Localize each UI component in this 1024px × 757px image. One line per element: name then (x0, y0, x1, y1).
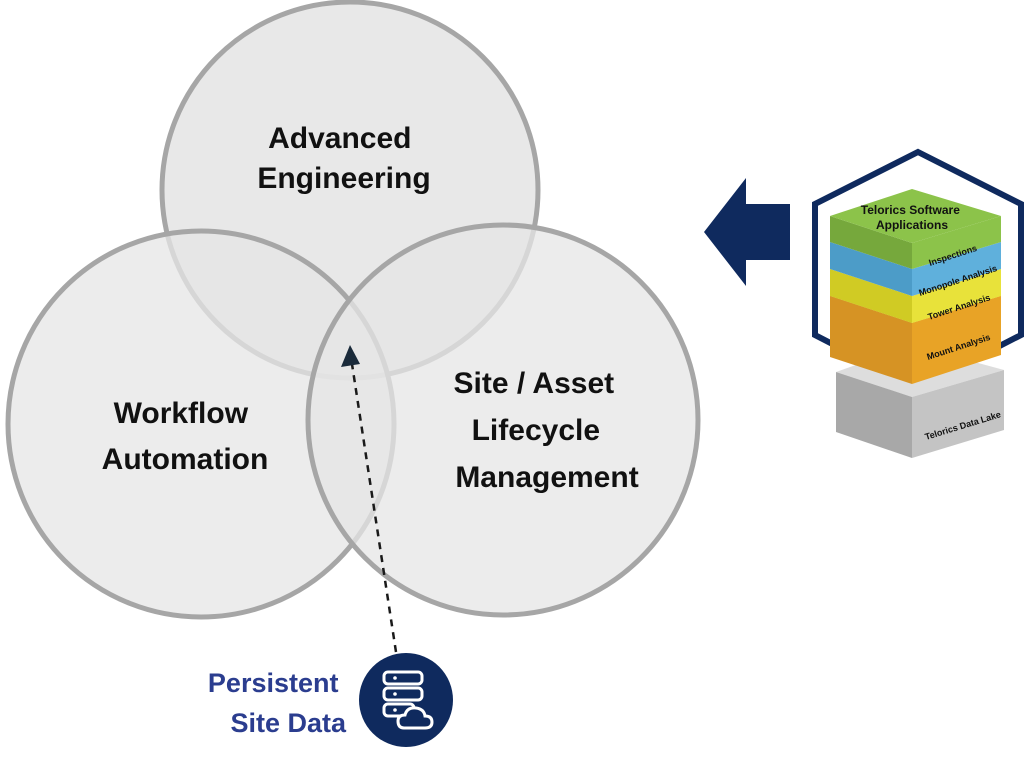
dashed-arrow-line (350, 363, 398, 653)
persistent-data-label: Persistent Site Data (208, 668, 347, 738)
venn-diagram: Advanced Engineering Workflow Automation… (5, 0, 701, 620)
database-cloud-icon (359, 653, 453, 747)
dashed-arrow (341, 345, 398, 653)
left-arrow (704, 178, 790, 286)
stack-title: Telorics Software Applications (861, 203, 963, 232)
label-site-asset-lifecycle: Site / Asset Lifecycle Management (454, 367, 639, 494)
layer-mount-analysis: Mount Analysis (830, 296, 1001, 384)
label-workflow-automation: Workflow Automation (102, 397, 269, 476)
circle-site-asset-lifecycle (305, 222, 701, 618)
persistent-site-data: Persistent Site Data (208, 653, 453, 747)
software-stack: Telorics Data Lake Mount Analysis Tower … (812, 148, 1024, 458)
label-advanced-engineering: Advanced Engineering (257, 122, 430, 195)
dashed-arrow-head (341, 345, 360, 367)
